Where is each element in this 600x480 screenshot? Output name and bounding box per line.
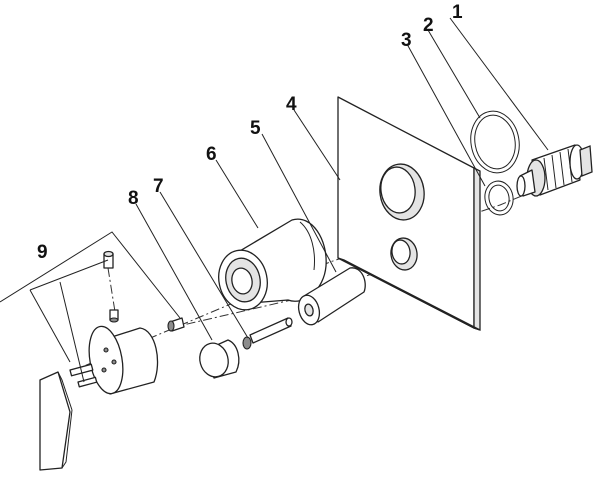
callout-8: 8 bbox=[128, 188, 139, 209]
callout-7: 7 bbox=[153, 176, 164, 197]
part-5-diverter-cylinder bbox=[297, 267, 366, 326]
leader-lines bbox=[0, 17, 549, 383]
part-7-spindle-pin bbox=[242, 317, 293, 350]
set-screw-top bbox=[103, 250, 114, 269]
part-6-sleeve bbox=[218, 218, 327, 311]
callout-2: 2 bbox=[423, 15, 434, 36]
part-4-cover-plate bbox=[337, 96, 481, 331]
part-2-o-ring-large bbox=[470, 110, 520, 174]
callout-6: 6 bbox=[206, 144, 217, 165]
set-screw-side bbox=[167, 317, 185, 332]
part-1-valve-cartridge bbox=[516, 144, 593, 197]
part-3-o-ring-small bbox=[484, 180, 514, 216]
part-9-lever-handle bbox=[39, 325, 159, 471]
callout-9: 9 bbox=[37, 242, 48, 263]
callout-4: 4 bbox=[286, 94, 297, 115]
grub-screw bbox=[109, 309, 119, 323]
callout-3: 3 bbox=[401, 30, 412, 51]
part-8-cap bbox=[199, 339, 240, 379]
callout-1: 1 bbox=[452, 2, 463, 23]
callout-5: 5 bbox=[250, 118, 261, 139]
